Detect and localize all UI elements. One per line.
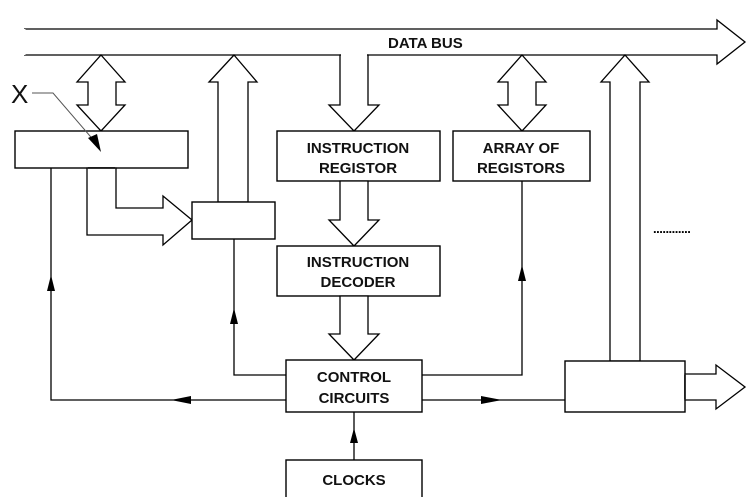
down-arrow-register-to-decoder: [327, 180, 381, 247]
bidirectional-arrow-array-of-registers: [496, 54, 548, 132]
down-arrow-bus-to-instruction-register: [327, 54, 381, 132]
x-annotation-label: X: [11, 79, 28, 109]
x-annotation-pointer: [32, 92, 101, 152]
control-circuits-line2: CIRCUITS: [319, 390, 390, 407]
clocks-label: CLOCKS: [322, 472, 385, 489]
right-output-arrow: [684, 363, 747, 411]
array-of-registers-line2: REGISTORS: [477, 160, 565, 177]
bidirectional-arrow-left-register: [75, 54, 127, 132]
instruction-decoder-block: INSTRUCTION DECODER: [276, 245, 441, 297]
array-of-registers-line1: ARRAY OF: [483, 140, 560, 157]
continuation-dots: ............: [653, 221, 690, 236]
control-circuits-block: CONTROL CIRCUITS: [285, 359, 423, 413]
control-line-to-array-of-registers: [422, 181, 526, 376]
instruction-register-line1: INSTRUCTION: [307, 140, 410, 157]
control-line-to-left-register: [47, 168, 286, 404]
control-circuits-line1: CONTROL: [317, 369, 391, 386]
small-block: [191, 201, 276, 240]
instruction-decoder-line2: DECODER: [320, 274, 395, 291]
instruction-register-line2: REGISTOR: [319, 160, 397, 177]
control-line-clocks-to-control: [350, 412, 358, 460]
clocks-block: CLOCKS: [285, 459, 423, 497]
right-block: [564, 360, 686, 413]
control-line-to-right-block: [422, 396, 565, 404]
instruction-register-block: INSTRUCTION REGISTOR: [276, 130, 441, 182]
right-arrow-left-register-to-small-block: [86, 167, 194, 247]
data-bus-label: DATA BUS: [388, 35, 463, 52]
array-of-registers-block: ARRAY OF REGISTORS: [452, 130, 591, 182]
data-bus: DATA BUS: [22, 18, 747, 66]
control-line-to-small-block: [230, 239, 286, 376]
data-bus-arrow: [24, 18, 747, 66]
left-register-block: [14, 130, 189, 169]
up-arrow-right-block-to-bus: [599, 54, 651, 362]
up-arrow-small-block-to-bus: [207, 54, 259, 203]
instruction-decoder-line1: INSTRUCTION: [307, 254, 410, 271]
down-arrow-decoder-to-control: [327, 295, 381, 361]
